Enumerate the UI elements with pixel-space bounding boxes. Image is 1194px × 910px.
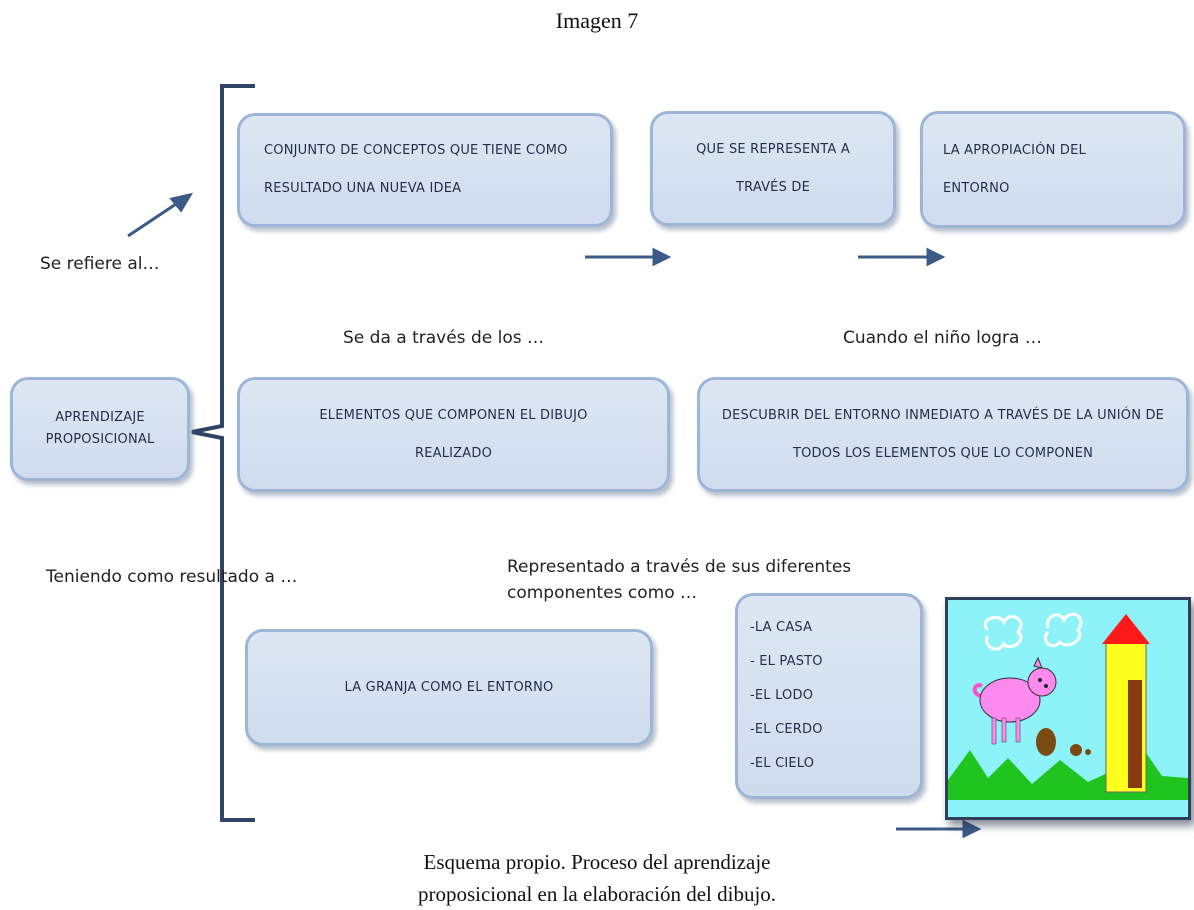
list-item: -LA CASA xyxy=(750,620,813,635)
figure-title: Imagen 7 xyxy=(555,8,639,33)
box-apropiacion: LA APROPIACIÓN DEL ENTORNO xyxy=(920,111,1186,228)
house-roof xyxy=(1102,614,1150,644)
box-representa: QUE SE REPRESENTA A TRAVÉS DE xyxy=(650,111,896,226)
bracket xyxy=(191,84,255,822)
caption-line-2: proposicional en la elaboración del dibu… xyxy=(417,882,777,906)
arrow-se-refiere xyxy=(127,192,194,238)
label-se-refiere: Se refiere al… xyxy=(40,254,160,274)
farm-drawing xyxy=(945,597,1191,820)
label-representado-1: Representado a través de sus diferentes xyxy=(507,557,852,577)
label-se-da: Se da a través de los … xyxy=(343,328,544,348)
pig-head xyxy=(1027,667,1057,697)
list-item: -EL CERDO xyxy=(750,722,823,737)
label-teniendo: Teniendo como resultado a … xyxy=(46,567,298,587)
box-granja: LA GRANJA COMO EL ENTORNO xyxy=(245,629,653,746)
box-elementos: ELEMENTOS QUE COMPONEN EL DIBUJO REALIZA… xyxy=(237,377,670,492)
figure-caption: Esquema propio. Proceso del aprendizaje … xyxy=(0,846,1194,910)
farm-drawing-art xyxy=(948,600,1188,817)
box-aprendizaje-proposicional: APRENDIZAJE PROPOSICIONAL xyxy=(10,377,190,481)
house-door xyxy=(1128,680,1142,788)
arrow-to-drawing xyxy=(896,819,982,839)
label-representado-2: componentes como … xyxy=(507,583,698,603)
label-cuando: Cuando el niño logra … xyxy=(843,328,1042,348)
cloud-right xyxy=(1043,612,1083,648)
arrow-conjunto-to-representa xyxy=(585,247,672,267)
list-item: -EL CIELO xyxy=(750,756,815,771)
cloud-left xyxy=(983,615,1023,651)
arrow-representa-to-apropiacion xyxy=(858,247,946,267)
pig-body xyxy=(979,677,1041,723)
list-item: - EL PASTO xyxy=(750,654,823,669)
mud xyxy=(1036,728,1056,756)
list-item: -EL LODO xyxy=(750,688,814,703)
box-conjunto-conceptos: CONJUNTO DE CONCEPTOS QUE TIENE COMO RES… xyxy=(237,113,613,227)
box-componentes-list: -LA CASA - EL PASTO -EL LODO -EL CERDO -… xyxy=(735,593,923,799)
box-descubrir: DESCUBRIR DEL ENTORNO INMEDIATO A TRAVÉS… xyxy=(697,377,1189,492)
caption-line-1: Esquema propio. Proceso del aprendizaje xyxy=(423,850,771,874)
